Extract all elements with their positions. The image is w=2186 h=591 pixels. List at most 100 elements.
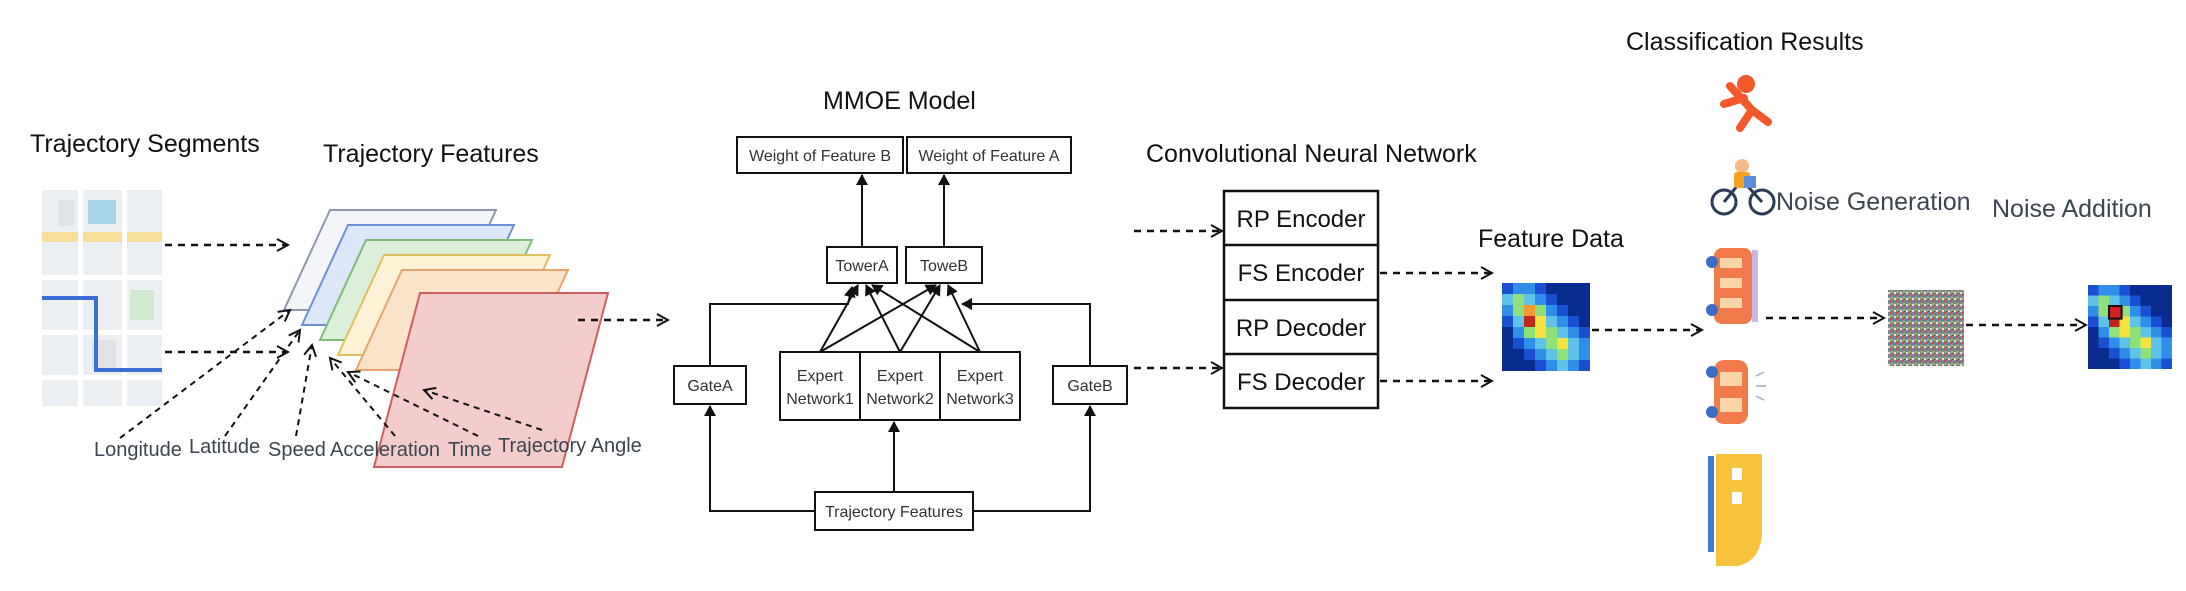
heatmap-cell — [2109, 295, 2120, 306]
heatmap-cell — [1568, 327, 1579, 338]
expert-3-line1: Expert — [957, 368, 1004, 385]
heatmap-cell — [1524, 294, 1535, 305]
heatmap-cell — [2130, 337, 2141, 348]
heatmap-cell — [2109, 285, 2120, 296]
weight-feature-a-label: Weight of Feature A — [918, 148, 1059, 165]
rp-decoder-label: RP Decoder — [1236, 315, 1366, 342]
weight-feature-b-label: Weight of Feature B — [749, 148, 891, 165]
heatmap-cell — [2140, 285, 2151, 296]
expert-network-3-box — [939, 351, 1021, 421]
heatmap-cell — [2130, 316, 2141, 327]
heatmap-cell — [1513, 338, 1524, 349]
mmoe-block — [673, 136, 1128, 531]
heatmap-cell — [2130, 348, 2141, 359]
heatmap-cell — [2140, 358, 2151, 369]
heatmap-cell — [2161, 285, 2172, 296]
heatmap-cell — [2098, 285, 2109, 296]
heatmap-cell — [1524, 327, 1535, 338]
heatmap-cell — [2140, 306, 2151, 317]
noise-generation-label: Noise Generation — [1776, 188, 1971, 216]
heatmap-cell — [1535, 338, 1546, 349]
heatmap-cell — [2151, 348, 2162, 359]
heatmap-cell — [1513, 316, 1524, 327]
heatmap-cell — [2119, 295, 2130, 306]
pedestrian-icon — [1720, 75, 1772, 132]
map-thumbnail — [42, 190, 162, 406]
heatmap-cell — [1546, 338, 1557, 349]
heatmap-cell — [2119, 358, 2130, 369]
heatmap-cell — [1524, 360, 1535, 371]
heatmap-cell — [1535, 327, 1546, 338]
heatmap-cell — [2098, 348, 2109, 359]
gate-a-box — [673, 365, 747, 405]
heatmap-cell — [2098, 358, 2109, 369]
heatmap-cell — [2119, 285, 2130, 296]
expert-1-line1: Expert — [797, 368, 844, 385]
trajectory-route — [42, 296, 162, 372]
noise-addition-label: Noise Addition — [1992, 195, 2152, 223]
noise-highlight-cell — [2108, 305, 2123, 320]
heatmap-cell — [1568, 349, 1579, 360]
heatmap-cell — [1513, 305, 1524, 316]
feature-label-latitude: Latitude — [189, 436, 260, 458]
heatmap-cell — [1568, 305, 1579, 316]
heatmap-cell — [2151, 295, 2162, 306]
heatmap-cell — [1579, 349, 1590, 360]
heatmap-cell — [2109, 358, 2120, 369]
heatmap-cell — [2119, 337, 2130, 348]
heatmap-cell — [1535, 305, 1546, 316]
heatmap-cell — [2151, 316, 2162, 327]
heatmap-cell — [1568, 283, 1579, 294]
heatmap-cell — [2161, 295, 2172, 306]
heatmap-cell — [2130, 358, 2141, 369]
heatmap-cell — [1546, 327, 1557, 338]
heatmap-cell — [1502, 316, 1513, 327]
heatmap-cell — [2098, 327, 2109, 338]
heatmap-cell — [2161, 316, 2172, 327]
heatmap-cell — [2161, 348, 2172, 359]
heatmap-cell — [2119, 348, 2130, 359]
heatmap-cell — [2140, 327, 2151, 338]
tower-b-box — [905, 246, 983, 284]
heatmap-cell — [1546, 360, 1557, 371]
feature-layer — [372, 292, 610, 468]
heatmap-cell — [1502, 338, 1513, 349]
heatmap-cell — [1568, 360, 1579, 371]
heatmap-cell — [2151, 337, 2162, 348]
heatmap-cell — [2151, 306, 2162, 317]
heatmap-cell — [1557, 338, 1568, 349]
heatmap-cell — [1513, 283, 1524, 294]
cnn-stack — [1222, 189, 1380, 410]
heatmap-cell — [1557, 283, 1568, 294]
heatmap-cell — [2161, 306, 2172, 317]
heatmap-cell — [2161, 327, 2172, 338]
gate-a-label: GateA — [687, 378, 733, 395]
heatmap-cell — [1524, 316, 1535, 327]
heatmap-cell — [1513, 349, 1524, 360]
heatmap-cell — [2119, 316, 2130, 327]
heatmap-cell — [2119, 327, 2130, 338]
heatmap-cell — [2098, 295, 2109, 306]
heatmap-cell — [1546, 349, 1557, 360]
heatmap-cell — [2088, 316, 2099, 327]
heatmap-cell — [1513, 360, 1524, 371]
fs-decoder-label: FS Decoder — [1237, 369, 1365, 396]
heatmap-cell — [2130, 285, 2141, 296]
mmoe-input-label: Trajectory Features — [825, 504, 963, 521]
heatmap-cell — [1557, 316, 1568, 327]
heatmap-cell — [2130, 327, 2141, 338]
heatmap-cell — [1502, 305, 1513, 316]
heatmap-cell — [1546, 294, 1557, 305]
feature-label-arrows — [119, 310, 543, 439]
weight-feature-b-box — [736, 136, 904, 174]
heatmap-cell — [2151, 285, 2162, 296]
heatmap-cell — [1502, 283, 1513, 294]
train-icon — [1708, 454, 1762, 566]
heatmap-cell — [1535, 283, 1546, 294]
bicycle-icon — [1710, 159, 1776, 216]
heatmap-cell — [2151, 327, 2162, 338]
feature-label-time: Time — [448, 439, 492, 461]
heatmap-cell — [1546, 316, 1557, 327]
heatmap-cell — [1502, 294, 1513, 305]
heatmap-cell — [2119, 306, 2130, 317]
